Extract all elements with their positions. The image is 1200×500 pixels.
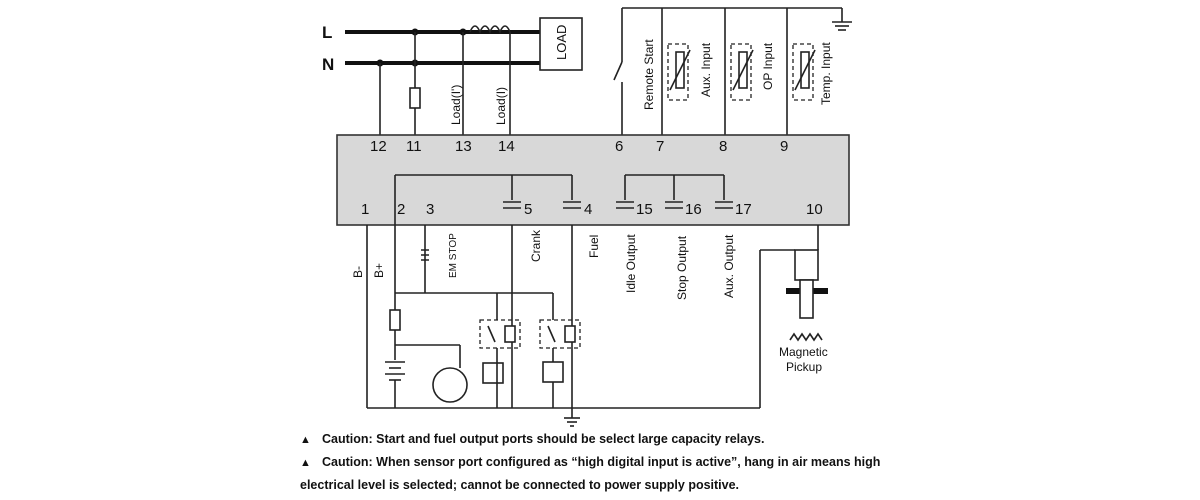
terminal-5-label: Crank: [529, 229, 543, 262]
crank-relay-contact-icon: [487, 325, 496, 343]
terminal-4-label: Fuel: [587, 235, 601, 258]
terminal-17-number: 17: [735, 201, 752, 218]
terminal-6-label: Remote Start: [642, 39, 656, 110]
terminal-16-number: 16: [685, 201, 702, 218]
terminal-3-label: EM STOP: [448, 233, 459, 278]
terminal-13-label: Load(I'): [449, 85, 463, 125]
remote-start-switch-icon: [613, 61, 623, 81]
terminal-7-label: Aux. Input: [699, 42, 713, 97]
terminal-16-label: Stop Output: [675, 235, 689, 300]
terminal-14-number: 14: [498, 138, 515, 155]
starter-motor-icon: [432, 367, 468, 403]
terminal-3-number: 3: [426, 201, 434, 218]
fuel-relay-contact-icon: [547, 325, 556, 343]
controller-body: [336, 134, 850, 226]
terminal-4-number: 4: [584, 201, 592, 218]
variable-resistor-icon: [732, 49, 754, 91]
magnetic-pickup-icon: [799, 279, 814, 319]
gear-teeth-icon: [789, 332, 823, 342]
terminal-5-number: 5: [524, 201, 532, 218]
terminal-11-number: 11: [406, 138, 422, 155]
em-stop-switch-icon: [421, 249, 429, 261]
load-box: [539, 17, 583, 71]
magnetic-pickup-icon: [794, 249, 819, 281]
terminal-17-label: Aux. Output: [722, 234, 736, 298]
variable-resistor-icon: [794, 49, 816, 91]
terminal-2-label: B+: [372, 263, 386, 278]
terminal-7-number: 7: [656, 138, 664, 155]
neutral-label: N: [322, 55, 334, 74]
fuel-relay-coil-icon: [564, 325, 576, 343]
terminal-1-label: B-: [351, 266, 365, 278]
fuse-icon: [389, 309, 401, 331]
fuse-icon: [409, 87, 421, 109]
variable-resistor-icon: [669, 49, 691, 91]
caution-notes: ▲Caution: Start and fuel output ports sh…: [300, 428, 940, 496]
terminal-8-label: OP Input: [761, 42, 775, 90]
sensor-housing: [667, 43, 689, 101]
terminal-15-label: Idle Output: [624, 234, 638, 293]
warning-icon: ▲: [300, 457, 311, 469]
crank-relay-housing: [479, 319, 521, 349]
crank-relay-coil-icon: [504, 325, 516, 343]
sensor-housing: [792, 43, 814, 101]
load-label: LOAD: [554, 25, 569, 60]
terminal-10-number: 10: [806, 201, 823, 218]
terminal-14-label: Load(I): [494, 87, 508, 125]
terminal-15-number: 15: [636, 201, 653, 218]
starter-solenoid-icon: [482, 362, 504, 384]
terminal-1-number: 1: [361, 201, 369, 218]
pickup-label-line2: Pickup: [786, 360, 822, 374]
terminal-13-number: 13: [455, 138, 472, 155]
caution-note: ▲Caution: Start and fuel output ports sh…: [300, 428, 940, 451]
sensor-housing: [730, 43, 752, 101]
line-label: L: [322, 23, 332, 42]
terminal-6-number: 6: [615, 138, 623, 155]
caution-note-continued: electrical level is selected; cannot be …: [300, 478, 740, 492]
terminal-9-label: Temp. Input: [819, 42, 833, 105]
pickup-label-line1: Magnetic: [779, 345, 828, 359]
fuel-relay-housing: [539, 319, 581, 349]
terminal-12-number: 12: [370, 138, 387, 155]
warning-icon: ▲: [300, 434, 311, 446]
current-transformer-coil: [469, 25, 511, 35]
terminal-8-number: 8: [719, 138, 727, 155]
terminal-9-number: 9: [780, 138, 788, 155]
terminal-2-number: 2: [397, 201, 405, 218]
caution-note: ▲Caution: When sensor port configured as…: [300, 451, 940, 474]
fuel-solenoid-icon: [542, 361, 564, 383]
